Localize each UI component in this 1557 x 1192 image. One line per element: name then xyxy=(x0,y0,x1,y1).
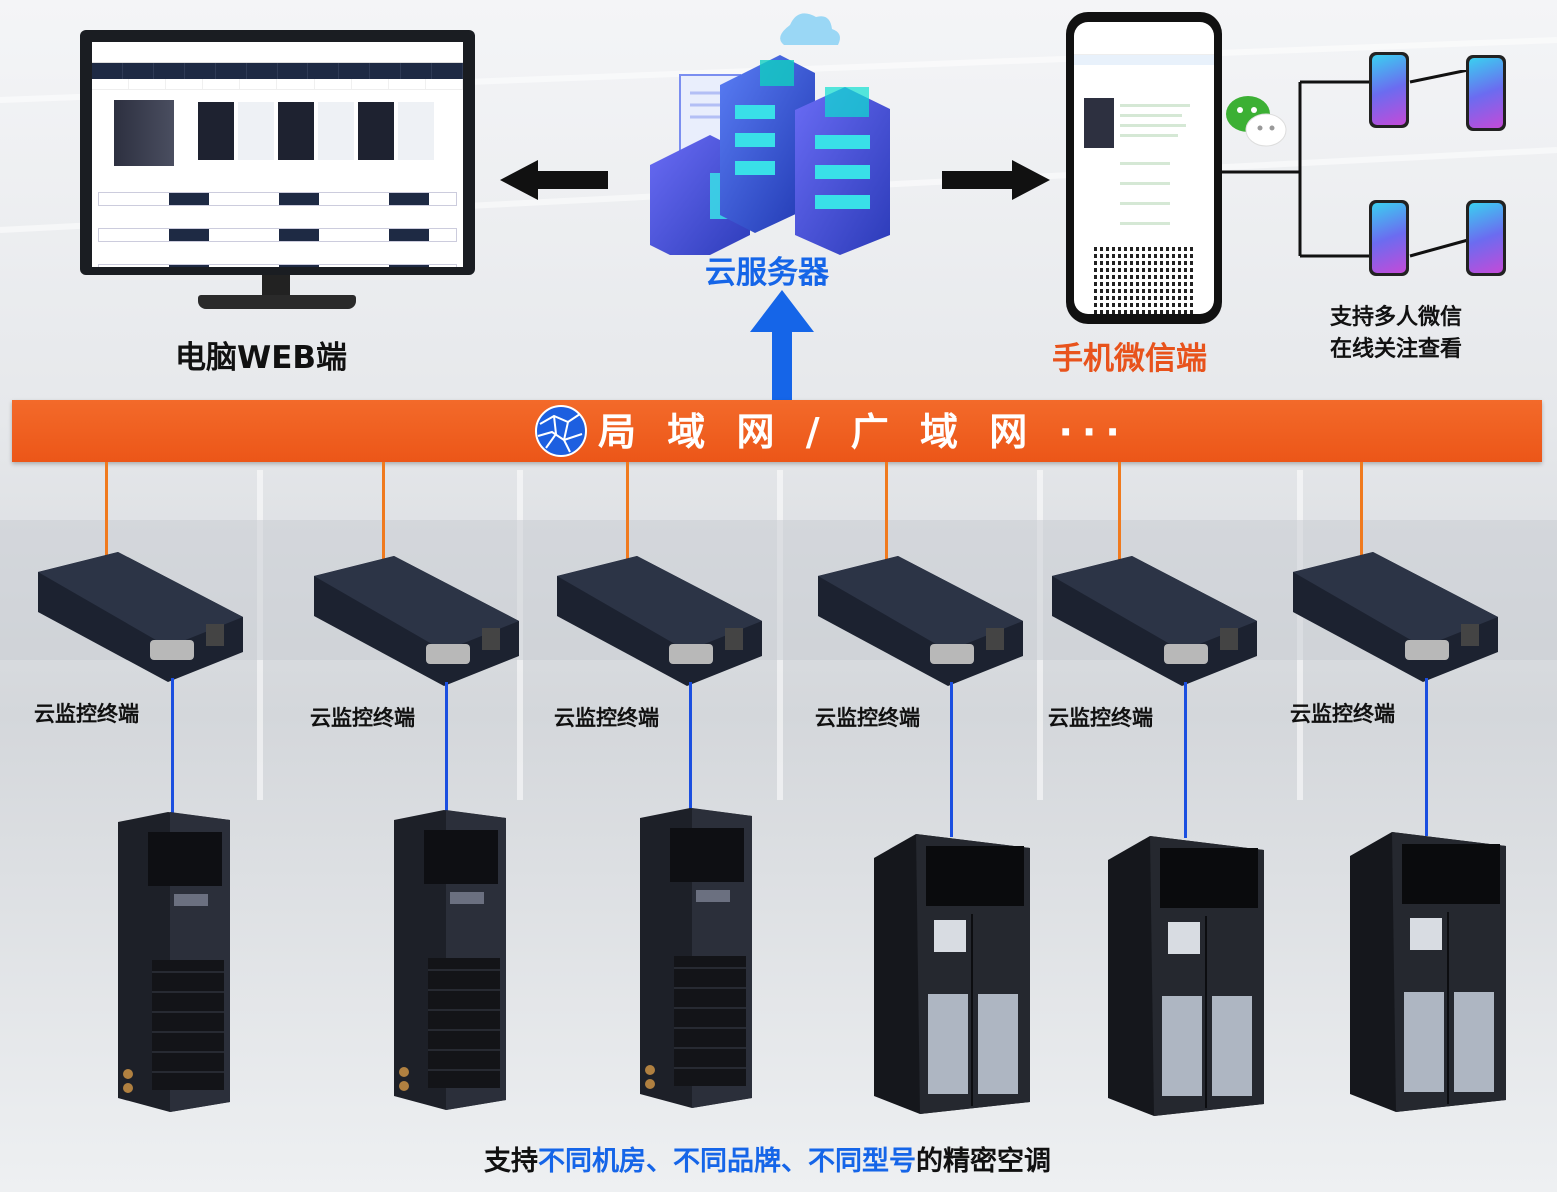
multi-user-caption: 支持多人微信 在线关注查看 xyxy=(1330,302,1462,366)
cloud-server-label: 云服务器 xyxy=(705,255,829,291)
serial-cable xyxy=(950,682,953,837)
terminal-label: 云监控终端 xyxy=(1048,706,1153,730)
user-phone-icon xyxy=(1369,200,1409,276)
network-cable xyxy=(885,462,888,564)
precision-ac-unit xyxy=(118,812,230,1112)
arrow-up-icon xyxy=(750,290,814,400)
terminal-label: 云监控终端 xyxy=(310,706,415,730)
precision-ac-unit xyxy=(640,808,752,1108)
monitor-icon xyxy=(80,30,475,275)
cloud-server-icon xyxy=(650,13,890,255)
footer-caption: 支持不同机房、不同品牌、不同型号的精密空调 xyxy=(484,1139,1051,1178)
wechat-icon xyxy=(1226,96,1287,147)
precision-ac-unit xyxy=(874,834,1030,1114)
pc-web-label: 电脑WEB端 xyxy=(175,340,347,376)
serial-cable xyxy=(1184,682,1187,838)
network-band xyxy=(12,400,1542,462)
network-label: 局 域 网 / 广 域 网 ··· xyxy=(598,410,1129,454)
mobile-app-screen xyxy=(1074,22,1214,314)
serial-cable xyxy=(445,682,448,812)
user-phone-icon xyxy=(1466,200,1506,276)
precision-ac-unit xyxy=(1108,836,1264,1116)
phone-icon xyxy=(1066,12,1222,324)
network-cable xyxy=(1360,462,1363,560)
footer-suffix: 的精密空调 xyxy=(916,1146,1051,1177)
footer-highlight: 不同机房、不同品牌、不同型号 xyxy=(538,1146,916,1177)
serial-cable xyxy=(689,682,692,810)
monitoring-terminal-device xyxy=(557,556,762,686)
monitor-base xyxy=(198,295,356,309)
monitor-stand xyxy=(262,275,290,297)
monitoring-terminal-device xyxy=(1052,556,1257,686)
monitoring-terminal-device xyxy=(818,556,1023,686)
footer-prefix: 支持 xyxy=(484,1146,538,1177)
user-phone-icon xyxy=(1369,52,1409,128)
monitoring-terminal-device xyxy=(314,556,519,686)
network-cable xyxy=(105,462,108,560)
serial-cable xyxy=(1425,678,1428,836)
web-dashboard-screen xyxy=(92,42,463,267)
network-cable xyxy=(1118,462,1121,564)
precision-ac-unit xyxy=(394,810,506,1110)
serial-cable xyxy=(171,678,174,813)
globe-icon xyxy=(535,405,587,457)
terminal-label: 云监控终端 xyxy=(815,706,920,730)
terminal-label: 云监控终端 xyxy=(1290,702,1395,726)
monitoring-terminal-device xyxy=(38,552,243,682)
multi-user-line1: 支持多人微信 xyxy=(1330,305,1463,330)
monitoring-terminal-device xyxy=(1293,552,1498,682)
precision-ac-unit xyxy=(1350,832,1506,1112)
user-phone-icon xyxy=(1466,55,1506,131)
arrow-left-icon xyxy=(500,160,608,200)
terminal-label: 云监控终端 xyxy=(554,706,659,730)
multi-user-line2: 在线关注查看 xyxy=(1330,337,1463,362)
share-connector-lines xyxy=(1222,70,1469,258)
terminal-label: 云监控终端 xyxy=(34,702,139,726)
mobile-wechat-label: 手机微信端 xyxy=(1052,341,1207,377)
network-cable xyxy=(626,462,629,564)
arrow-right-icon xyxy=(942,160,1050,200)
network-cable xyxy=(382,462,385,564)
